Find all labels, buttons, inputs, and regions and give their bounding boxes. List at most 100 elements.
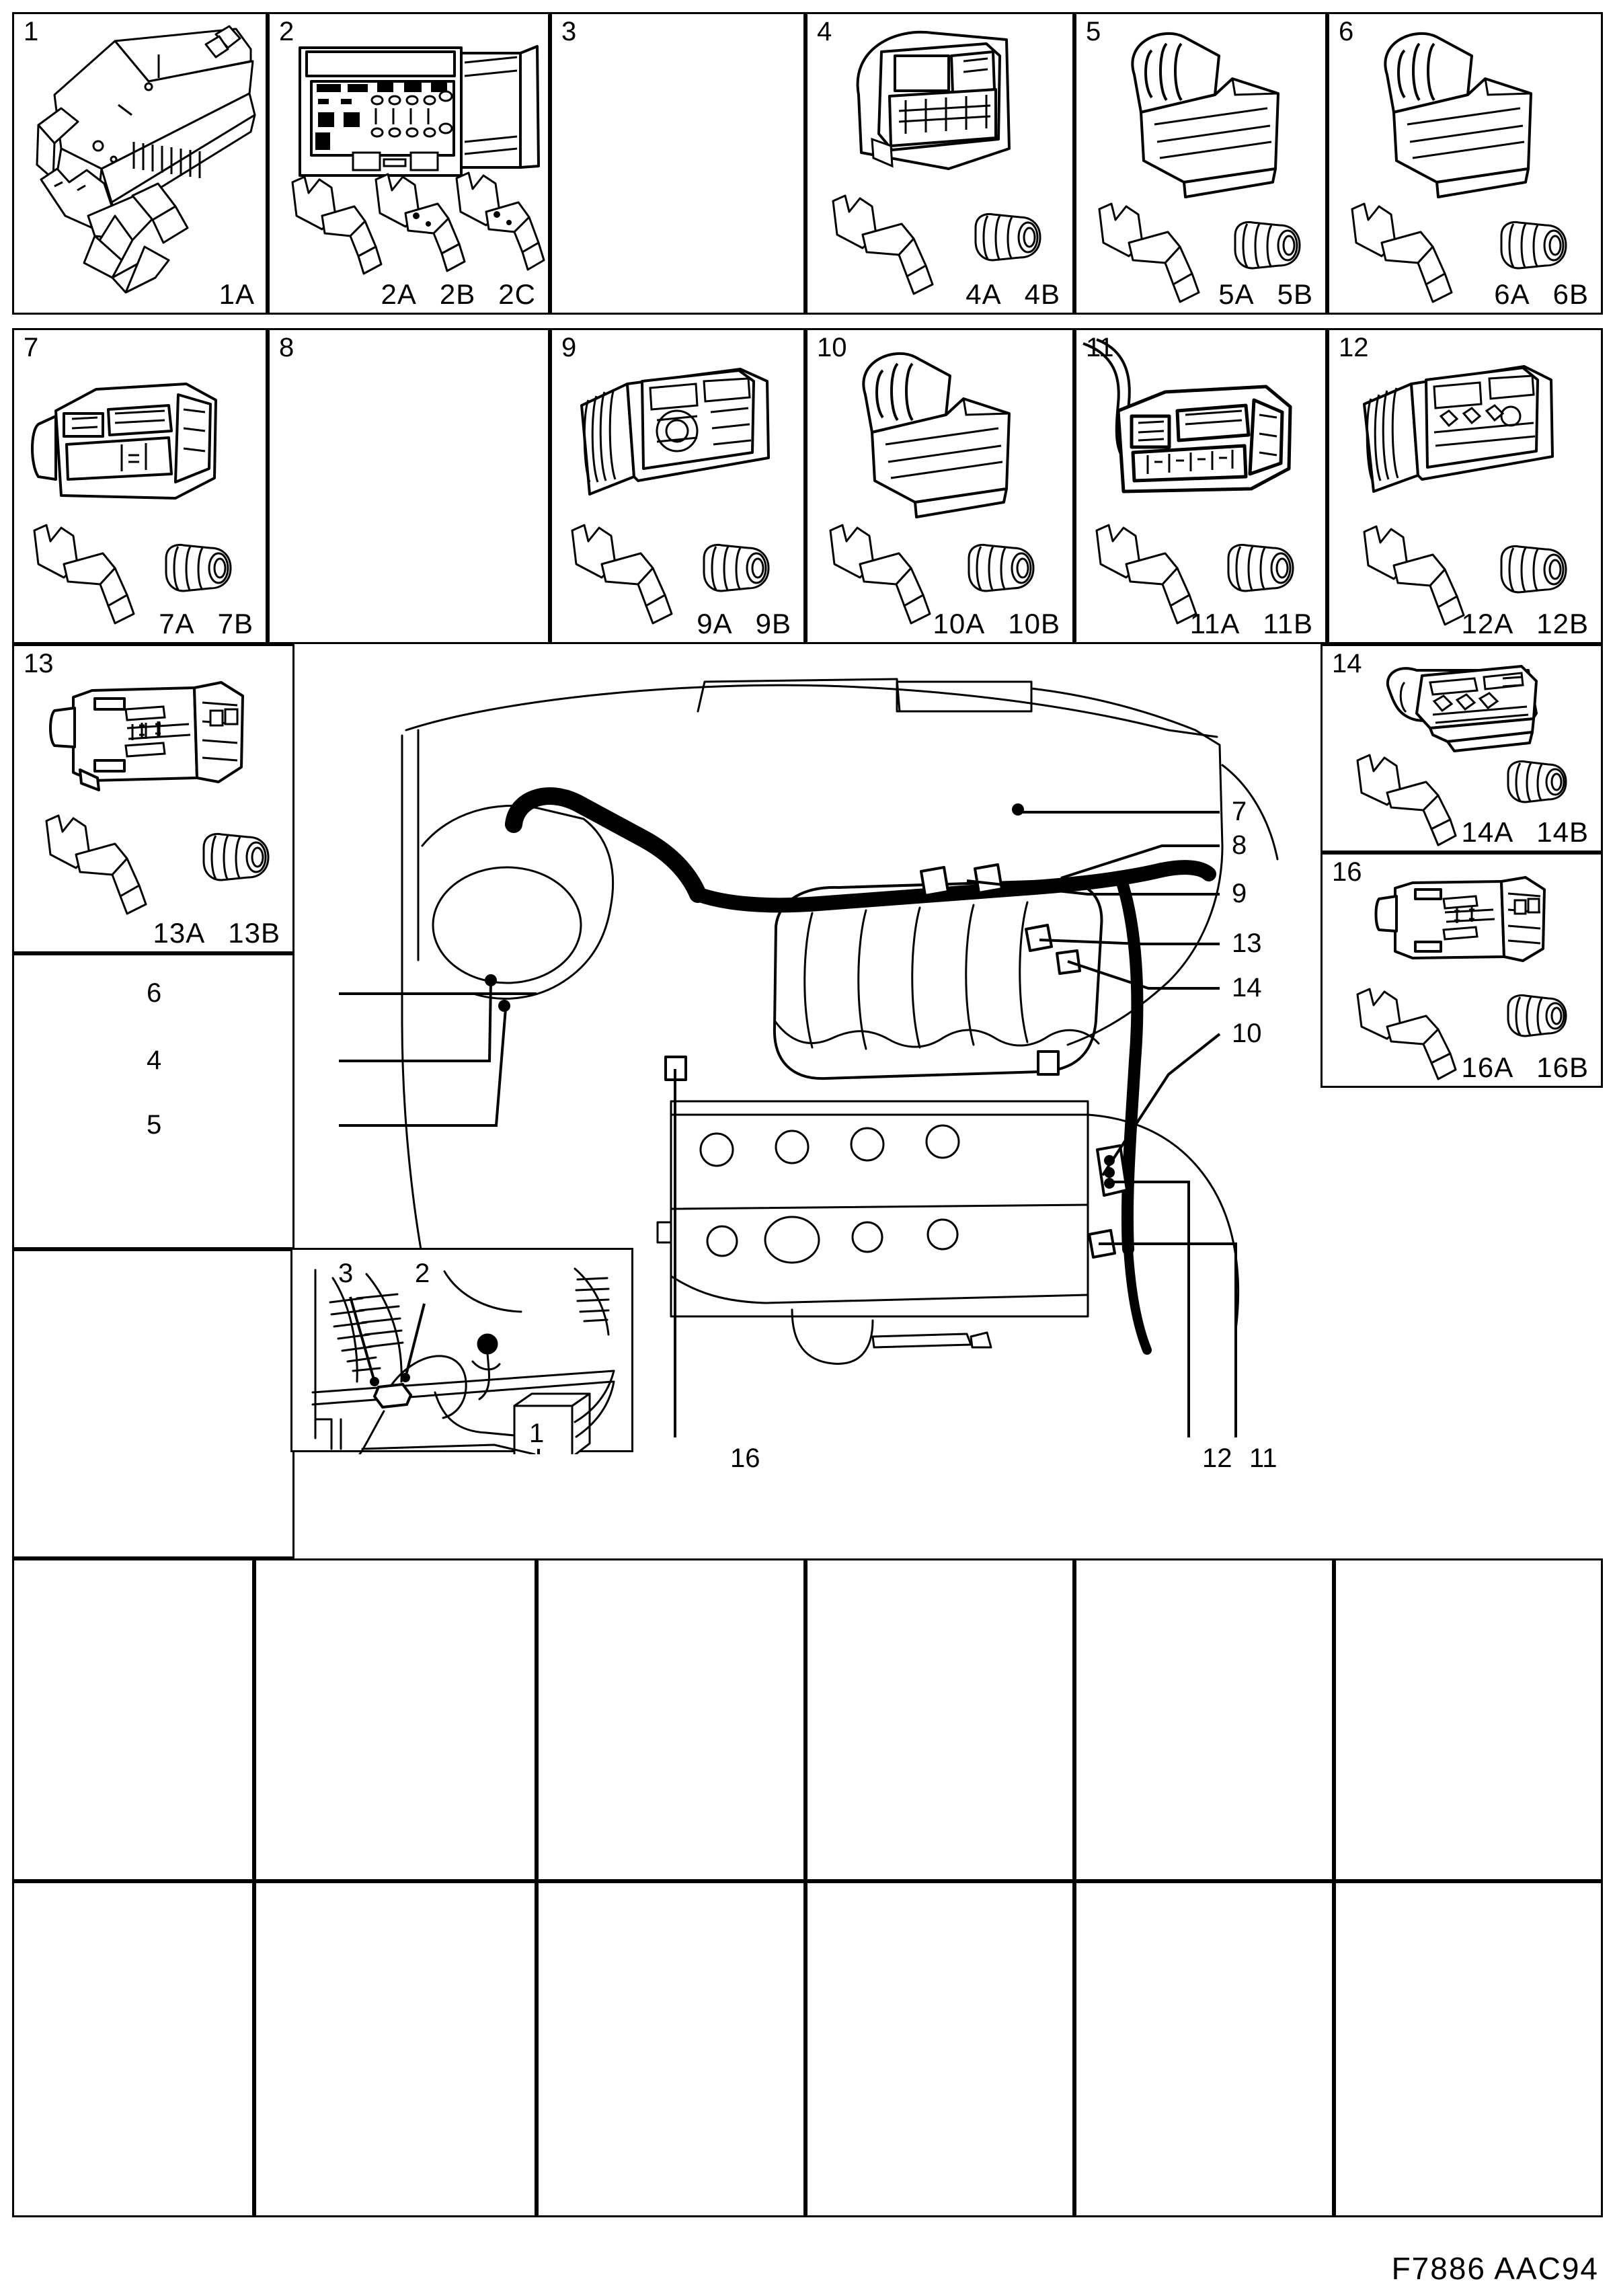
cell-number: 3 [561,17,577,46]
cell-footer-labels: 14A 14B [1323,817,1601,848]
connector-cell-12[interactable]: 12 [1327,328,1603,644]
label-16a: 16A [1461,1052,1514,1083]
cell-number: 10 [817,333,847,362]
label-13b: 13B [228,917,280,949]
callout-6: 6 [147,978,162,1008]
callout-9: 9 [1232,879,1247,908]
label-7b: 7B [217,608,253,639]
connector-illustration-9 [552,330,803,642]
connector-illustration-12 [1329,330,1601,642]
blank-cell-r1-c5[interactable] [1074,1558,1334,1881]
cell-footer-labels: 12A 12B [1329,608,1601,639]
label-12b: 12B [1536,608,1589,639]
blank-cell-r2-c5[interactable] [1074,1881,1334,2217]
cell-number: 1 [24,17,39,46]
cell-number: 14 [1332,649,1362,678]
label-2a: 2A [381,278,417,310]
callout-7: 7 [1232,797,1247,826]
connector-cell-7[interactable]: 7 [12,328,268,644]
callout-13: 13 [1232,928,1262,958]
connector-illustration-6 [1329,14,1601,313]
connector-cell-8[interactable]: 8 [268,328,550,644]
connector-cell-14[interactable]: 14 [1321,644,1603,853]
cell-footer-labels: 10A 10B [808,608,1072,639]
label-7a: 7A [159,608,195,639]
connector-cell-1[interactable]: 1 [12,12,268,315]
blank-cell-r2-c1[interactable] [12,1881,254,2217]
label-5a: 5A [1218,278,1255,310]
connector-cell-10[interactable]: 10 [805,328,1074,644]
label-6a: 6A [1494,278,1530,310]
connector-cell-16[interactable]: 16 [1321,853,1603,1088]
connector-illustration-5 [1076,14,1325,313]
callout-11: 11 [1249,1443,1277,1473]
label-11b: 11B [1263,608,1313,639]
inset-detail-box[interactable]: 3 2 1 [290,1248,633,1454]
blank-cell-r2-c2[interactable] [254,1881,537,2217]
callout-5: 5 [147,1110,162,1140]
label-2b: 2B [439,278,476,310]
label-10a: 10A [933,608,986,639]
label-6b: 6B [1552,278,1589,310]
connector-illustration-7 [14,330,266,642]
inset-callout-3: 3 [338,1259,354,1288]
label-5b: 5B [1277,278,1313,310]
inset-drawing [311,1267,615,1454]
connector-cell-left-blank-2[interactable] [12,1249,294,1558]
cell-number: 9 [561,333,577,362]
callout-8: 8 [1232,830,1247,860]
blank-cell-r1-c4[interactable] [805,1558,1074,1881]
connector-cell-2[interactable]: 2 [268,12,550,315]
connector-illustration-1 [14,14,266,313]
blank-cell-r1-c2[interactable] [254,1558,537,1881]
cell-footer-labels: 6A 6B [1329,279,1601,310]
connector-cell-11[interactable]: 11 [1074,328,1327,644]
cell-footer-labels: 9A 9B [552,608,803,639]
label-4a: 4A [966,278,1002,310]
blank-cell-r1-c6[interactable] [1334,1558,1603,1881]
cell-number: 16 [1332,857,1362,887]
label-9a: 9A [697,608,733,639]
callout-10: 10 [1232,1019,1262,1048]
label-1a: 1A [219,278,255,310]
cell-number: 12 [1339,333,1369,362]
connector-illustration-13 [14,646,292,951]
connector-illustration-10 [808,330,1072,642]
cell-number: 7 [24,333,39,362]
connector-illustration-11 [1076,330,1325,642]
connector-illustration-4 [808,14,1072,313]
connector-cell-13[interactable]: 13 [12,644,294,953]
label-14b: 14B [1536,816,1589,848]
cell-number: 8 [279,333,294,362]
blank-cell-r2-c4[interactable] [805,1881,1074,2217]
callout-12: 12 [1202,1443,1232,1473]
label-4b: 4B [1024,278,1060,310]
blank-cell-r1-c3[interactable] [537,1558,805,1881]
cell-number: 2 [279,17,294,46]
connector-cell-5[interactable]: 5 [1074,12,1327,315]
label-9b: 9B [755,608,791,639]
cell-footer-labels: 11A 11B [1076,608,1325,639]
cell-footer-labels: 4A 4B [808,279,1072,310]
cell-number: 5 [1086,17,1101,46]
cell-number: 11 [1086,333,1114,362]
connector-cell-9[interactable]: 9 [550,328,805,644]
cell-footer-labels: 2A 2B 2C [270,279,548,310]
cell-footer-labels: 5A 5B [1076,279,1325,310]
connector-cell-4[interactable]: 4 [805,12,1074,315]
connector-cell-6[interactable]: 6 [1327,12,1603,315]
cell-number: 6 [1339,17,1354,46]
blank-cell-r1-c1[interactable] [12,1558,254,1881]
label-2c: 2C [498,278,536,310]
cell-footer-labels: 1A [14,279,266,310]
blank-cell-r2-c3[interactable] [537,1881,805,2217]
connector-cell-left-blank-1[interactable] [12,953,294,1249]
blank-cell-r2-c6[interactable] [1334,1881,1603,2217]
label-14a: 14A [1461,816,1514,848]
engine-harness-illustration: 6 4 5 7 8 9 13 14 10 16 12 11 [147,644,1321,1558]
callout-14: 14 [1232,973,1262,1002]
cell-footer-labels: 7A 7B [14,608,266,639]
label-12a: 12A [1461,608,1514,639]
connector-cell-3[interactable]: 3 [550,12,805,315]
